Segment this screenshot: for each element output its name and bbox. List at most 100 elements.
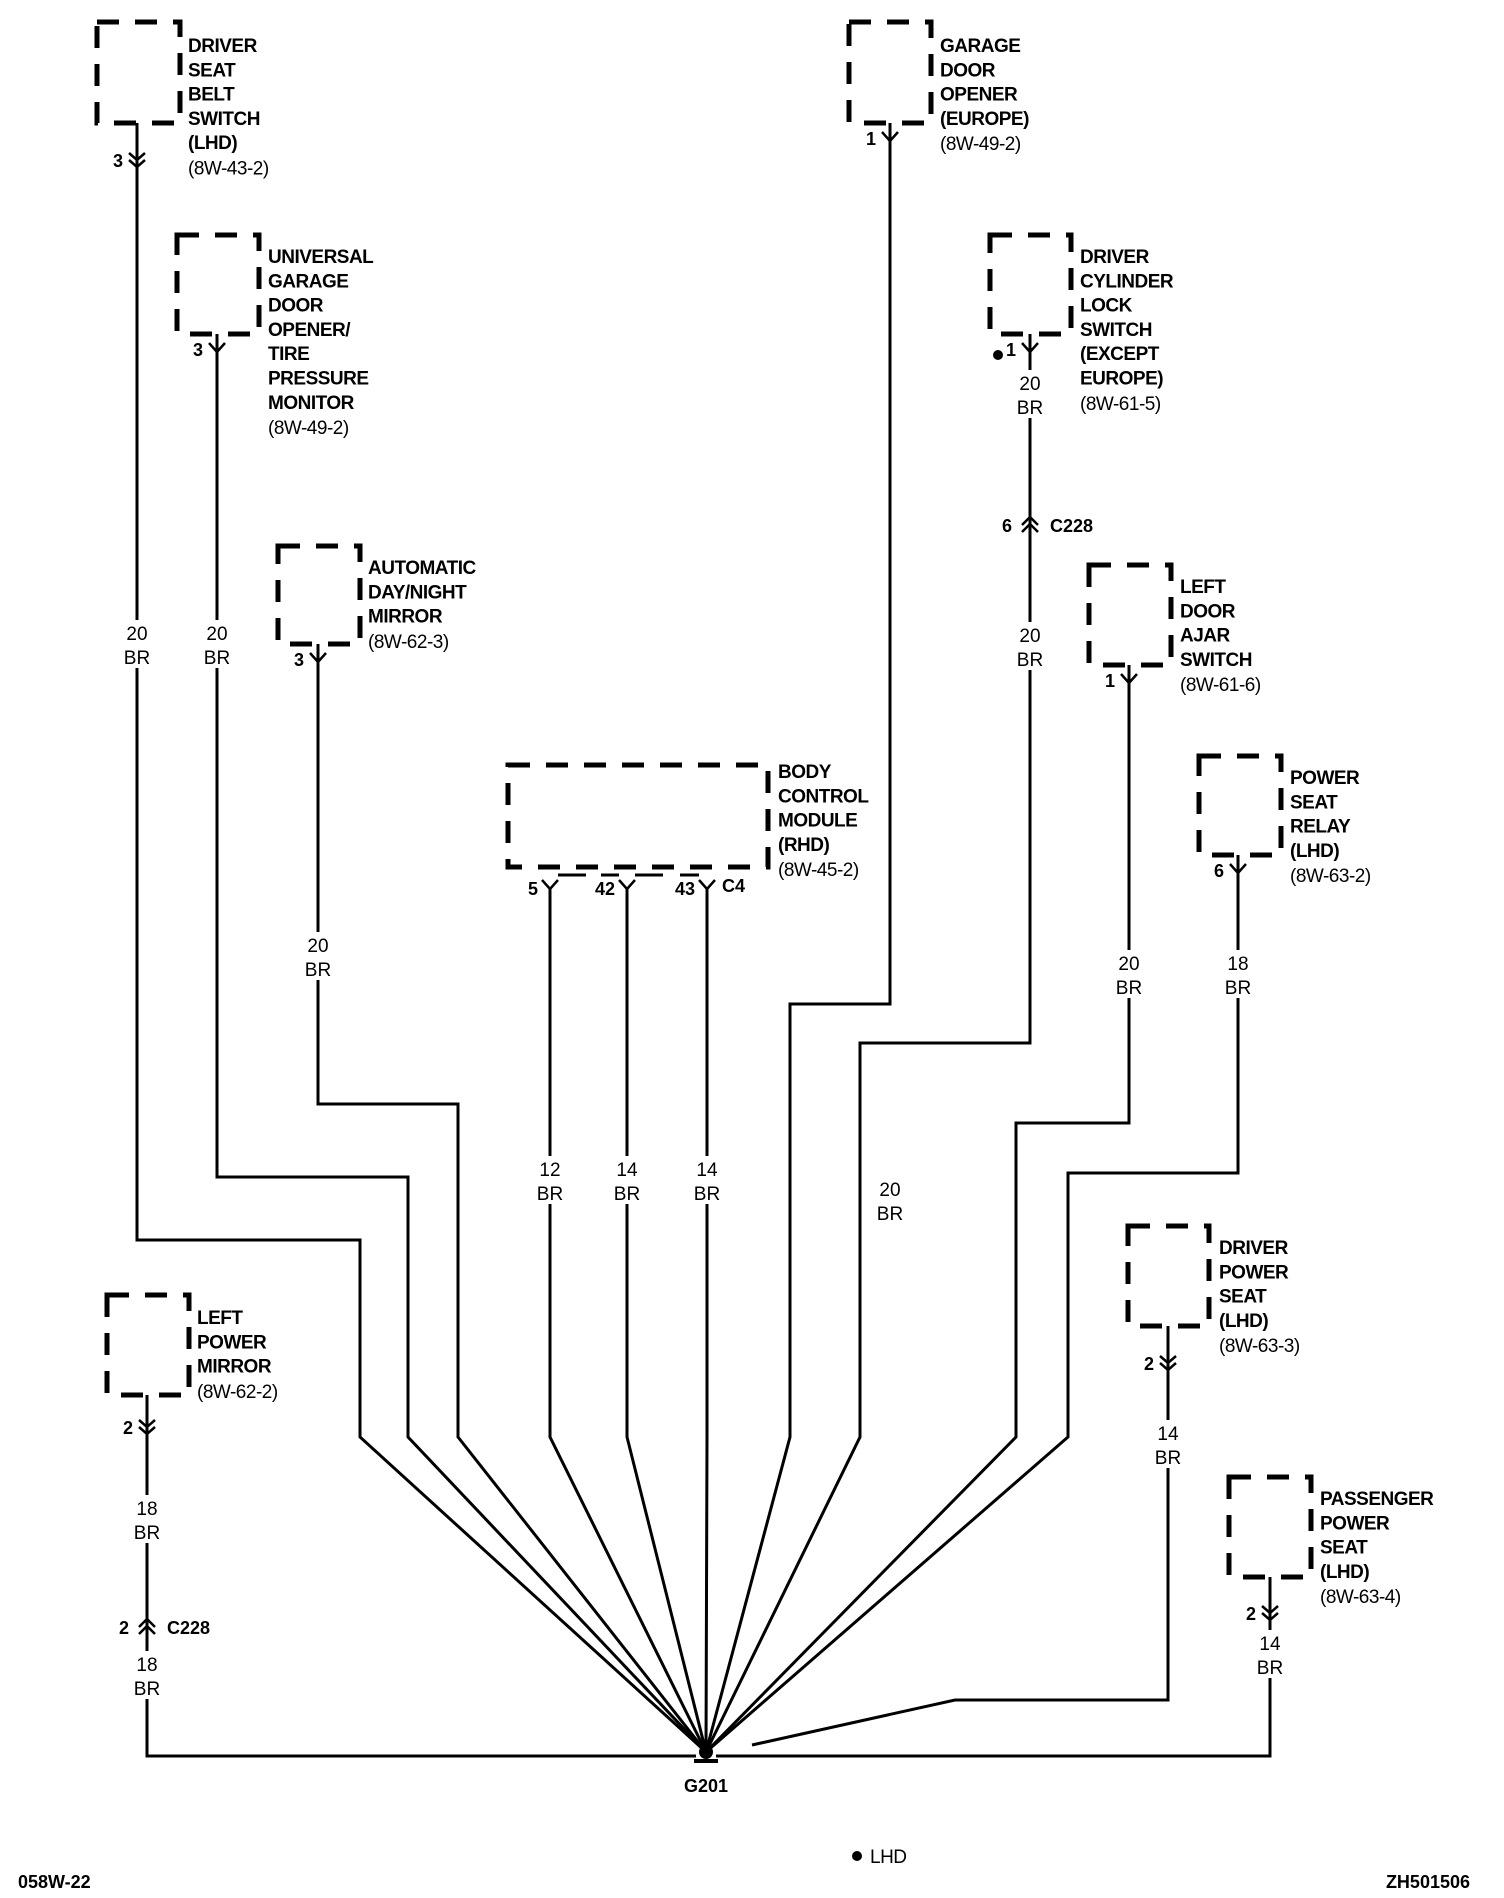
component-name-line: DRIVER [1219, 1238, 1289, 1259]
bcm-connector-name: C4 [722, 876, 745, 896]
driver-seat-belt-switch-gap [119, 620, 155, 668]
left-power-mirror-after-color: BR [134, 1679, 160, 1700]
universal-garage-door-opener-label: UNIVERSALGARAGEDOOROPENER/TIREPRESSUREMO… [268, 247, 375, 439]
left-power-mirror-box[interactable] [104, 1292, 192, 1398]
passenger-power-seat-color: BR [1257, 1658, 1283, 1679]
c228-name: C228 [167, 1618, 210, 1638]
component-name-line: OPENER [940, 85, 1018, 106]
component-ref: (8W-62-3) [368, 632, 449, 653]
universal-garage-door-opener-wire [215, 334, 708, 1754]
universal-garage-door-opener-gauge: 20 [206, 624, 227, 645]
bcm-pin-43-color: BR [694, 1184, 720, 1205]
left-power-mirror-color: BR [134, 1523, 160, 1544]
left-power-mirror-pin-number: 2 [123, 1418, 133, 1438]
driver-cylinder-lock-switch-after-color: BR [1017, 650, 1043, 671]
driver-cylinder-lock-switch-after-gap [1012, 622, 1048, 670]
figure-id: ZH501506 [1386, 1872, 1470, 1892]
automatic-day-night-mirror-box[interactable] [275, 543, 363, 647]
bcm-pin-43-wire [704, 889, 709, 1753]
component-name-line: (LHD) [188, 133, 237, 154]
component-name-line: DRIVER [1080, 247, 1150, 268]
component-name-line: EUROPE) [1080, 369, 1163, 390]
driver-power-seat-pin-number: 2 [1144, 1354, 1154, 1374]
left-power-mirror-gap [129, 1495, 165, 1543]
garage-door-opener-europe-pin-number: 1 [866, 129, 876, 149]
component-name-line: CYLINDER [1080, 271, 1174, 292]
driver-power-seat-box[interactable] [1125, 1223, 1212, 1329]
universal-garage-door-opener-box[interactable] [174, 232, 262, 337]
driver-cylinder-lock-switch-label: DRIVERCYLINDERLOCKSWITCH(EXCEPTEUROPE)(8… [1080, 247, 1174, 415]
bcm-pin-42-color: BR [614, 1184, 640, 1205]
body-control-module-label: BODY CONTROL MODULE (RHD) (8W-45-2) [778, 762, 870, 881]
passenger-power-seat-pin-icon [1261, 1605, 1279, 1622]
passenger-power-seat-gap [1252, 1630, 1288, 1678]
bcm-pin-number: 42 [595, 879, 615, 899]
component-boxes [94, 19, 1314, 1580]
driver-seat-belt-switch-gauge: 20 [126, 624, 147, 645]
component-name-line: SEAT [188, 60, 236, 81]
automatic-day-night-mirror-wire [316, 662, 708, 1753]
passenger-power-seat-gauge: 14 [1259, 1634, 1281, 1655]
driver-cylinder-lock-switch-after-gauge: 20 [1019, 626, 1040, 647]
garage-door-opener-europe-gap [872, 1176, 908, 1224]
power-seat-relay-box[interactable] [1196, 753, 1284, 858]
driver-power-seat-pin-icon [1159, 1355, 1177, 1372]
component-name-line: SEAT [1320, 1538, 1368, 1559]
universal-garage-door-opener-pin-number: 3 [193, 340, 203, 360]
driver-cylinder-lock-switch-gap [1012, 370, 1048, 418]
component-ref: (8W-49-2) [268, 418, 349, 439]
ground-g201[interactable]: G201 [684, 1745, 728, 1796]
component-name-line: DAY/NIGHT [368, 582, 467, 603]
garage-door-opener-europe-pin-icon [881, 131, 899, 143]
component-name-line: SWITCH [1180, 650, 1252, 671]
component-name-line: TIRE [268, 344, 309, 365]
power-seat-relay-pin-icon [1229, 863, 1247, 875]
component-name-line: PRESSURE [268, 369, 369, 390]
component-ref: (8W-61-5) [1080, 394, 1161, 415]
driver-cylinder-lock-switch-gauge: 20 [1019, 374, 1040, 395]
body-control-module-box[interactable] [505, 762, 771, 870]
power-seat-relay-wire [705, 873, 1240, 1754]
garage-door-opener-europe-box[interactable] [846, 19, 934, 126]
component-ref: (8W-63-2) [1290, 866, 1371, 887]
left-door-ajar-switch-color: BR [1116, 978, 1142, 999]
automatic-day-night-mirror-color: BR [305, 960, 331, 981]
component-name-line: BELT [188, 85, 235, 106]
component-name-line: SEAT [1290, 792, 1338, 813]
bcm-pin-42-gap [609, 1156, 645, 1204]
left-door-ajar-switch-wire [704, 683, 1131, 1754]
driver-power-seat-color: BR [1155, 1448, 1181, 1469]
driver-cylinder-lock-switch-box[interactable] [987, 232, 1074, 337]
passenger-power-seat-wire [716, 1577, 1272, 1758]
c228-pin2-connector-icon [138, 1617, 156, 1635]
component-name-line: BODY [778, 762, 832, 783]
driver-seat-belt-switch-box[interactable] [94, 19, 183, 126]
component-name-line: (EXCEPT [1080, 344, 1160, 365]
component-name-line: CONTROL [778, 786, 869, 807]
driver-cylinder-lock-switch-pin-number: 1 [1006, 340, 1016, 360]
left-door-ajar-switch-box[interactable] [1086, 562, 1174, 668]
component-ref: (8W-45-2) [778, 860, 859, 881]
component-name-line: MODULE [778, 811, 857, 832]
automatic-day-night-mirror-pin-icon [309, 652, 327, 664]
garage-door-opener-europe-color: BR [877, 1204, 903, 1225]
driver-cylinder-lock-switch-pin-icon [1021, 342, 1039, 354]
driver-cylinder-lock-switch-wire [704, 352, 1032, 1753]
component-ref: (8W-63-4) [1320, 1587, 1401, 1608]
power-seat-relay-pin-number: 6 [1214, 861, 1224, 881]
driver-seat-belt-switch-color: BR [124, 648, 150, 669]
c228-pin6-connector-icon [1021, 515, 1039, 533]
ground-icon [699, 1745, 713, 1759]
component-name-line: (RHD) [778, 835, 829, 856]
bcm-pin-43-pin-icon [698, 879, 716, 891]
left-door-ajar-switch-gauge: 20 [1118, 954, 1139, 975]
passenger-power-seat-box[interactable] [1226, 1474, 1314, 1580]
ground-label: G201 [684, 1776, 728, 1796]
component-ref: (8W-49-2) [940, 134, 1021, 155]
left-power-mirror-gauge: 18 [136, 1499, 157, 1520]
automatic-day-night-mirror-gauge: 20 [307, 936, 328, 957]
bcm-pin-5-gauge: 12 [539, 1160, 560, 1181]
